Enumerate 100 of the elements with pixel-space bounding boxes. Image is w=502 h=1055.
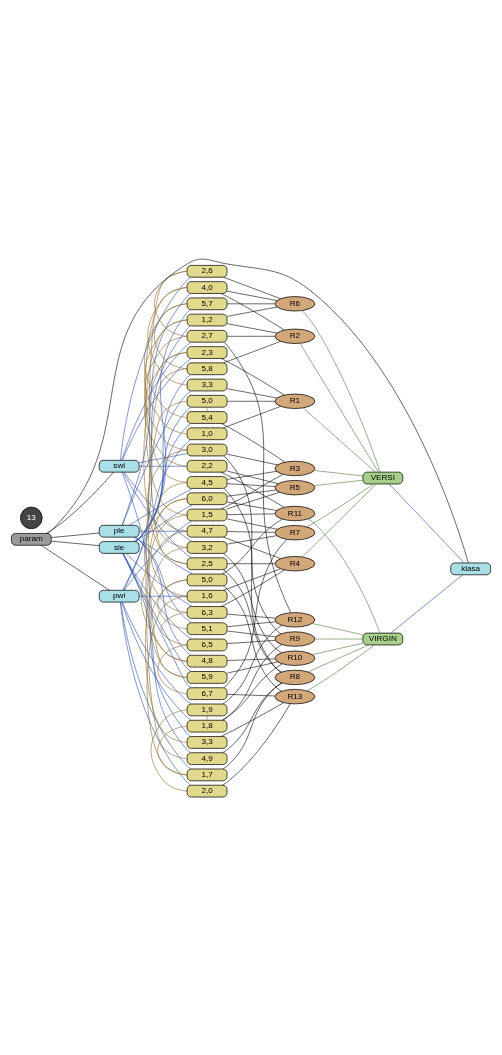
connector bbox=[223, 455, 282, 634]
node-ellipse: R2 bbox=[274, 328, 316, 344]
connector bbox=[226, 491, 280, 509]
connector bbox=[122, 471, 192, 558]
connector bbox=[223, 568, 281, 591]
connector bbox=[220, 357, 285, 395]
node-box: pwi bbox=[98, 589, 140, 602]
node-ellipse: R9 bbox=[274, 630, 316, 647]
node-box: 2,6 bbox=[186, 264, 228, 278]
node-box: 2,5 bbox=[186, 556, 228, 570]
connector bbox=[223, 405, 281, 428]
connector bbox=[221, 663, 283, 721]
connector bbox=[51, 532, 100, 538]
connector bbox=[154, 270, 188, 337]
connector bbox=[313, 469, 363, 476]
connector bbox=[221, 422, 286, 462]
connector bbox=[134, 536, 192, 623]
connector bbox=[145, 400, 188, 759]
connector bbox=[226, 630, 277, 637]
node-box: 4,7 bbox=[186, 524, 228, 537]
connector bbox=[223, 585, 282, 691]
node-circle: 13 bbox=[20, 506, 43, 529]
connector bbox=[390, 574, 463, 633]
connector bbox=[221, 518, 283, 574]
node-box: klasa bbox=[450, 562, 491, 575]
connector bbox=[226, 639, 276, 644]
node-box: 1,8 bbox=[186, 719, 228, 732]
connector bbox=[226, 613, 276, 619]
connector bbox=[125, 552, 193, 607]
connector bbox=[220, 569, 285, 607]
node-box: 4,8 bbox=[186, 654, 228, 667]
connector bbox=[226, 470, 277, 480]
node-box: 5,4 bbox=[186, 410, 228, 424]
node-box: 1,5 bbox=[186, 508, 228, 521]
node-ellipse: R13 bbox=[274, 688, 316, 704]
connector bbox=[139, 452, 188, 463]
connector bbox=[226, 661, 278, 673]
connector bbox=[301, 309, 381, 472]
node-box: 6,0 bbox=[186, 491, 228, 505]
connector bbox=[145, 286, 188, 483]
connector bbox=[226, 658, 276, 661]
node-ellipse: R8 bbox=[274, 669, 316, 685]
connector bbox=[314, 638, 364, 639]
connector bbox=[157, 481, 188, 532]
connector bbox=[226, 290, 278, 301]
node-ellipse: R5 bbox=[274, 479, 316, 495]
connector bbox=[129, 487, 194, 526]
connector bbox=[226, 322, 278, 333]
connector bbox=[145, 546, 188, 743]
connector bbox=[226, 693, 276, 696]
connector bbox=[223, 340, 281, 363]
connector bbox=[226, 453, 278, 465]
connector bbox=[157, 725, 188, 775]
connector bbox=[144, 335, 188, 450]
connector bbox=[223, 341, 291, 613]
connector bbox=[146, 595, 188, 775]
connector bbox=[226, 620, 276, 627]
connector bbox=[223, 487, 282, 672]
connector bbox=[222, 702, 291, 785]
connector bbox=[41, 544, 110, 590]
node-box: 5,9 bbox=[186, 670, 228, 684]
connector bbox=[226, 306, 278, 317]
connector bbox=[226, 489, 277, 497]
connector bbox=[223, 538, 288, 688]
connector bbox=[150, 514, 188, 597]
connector bbox=[299, 342, 379, 472]
connector bbox=[306, 483, 374, 527]
connector bbox=[223, 552, 282, 653]
connector bbox=[226, 482, 276, 487]
node-box: 6,7 bbox=[186, 686, 228, 700]
connector bbox=[226, 335, 276, 337]
connector bbox=[222, 643, 283, 721]
connector bbox=[147, 449, 188, 548]
node-ellipse: R1 bbox=[274, 393, 316, 409]
connector bbox=[47, 258, 469, 563]
connector bbox=[145, 319, 188, 515]
connector bbox=[226, 534, 277, 544]
connector bbox=[226, 513, 276, 515]
connector bbox=[123, 471, 193, 542]
connector bbox=[226, 518, 278, 529]
node-box: 5,1 bbox=[186, 621, 228, 635]
node-box: 4,5 bbox=[186, 475, 228, 489]
node-box: 1,2 bbox=[186, 313, 228, 326]
connector bbox=[150, 709, 188, 792]
connector bbox=[220, 292, 285, 330]
node-box: 3,3 bbox=[186, 378, 228, 391]
connector bbox=[160, 611, 188, 645]
node-ellipse: R7 bbox=[274, 524, 316, 540]
node-box: 5,0 bbox=[186, 394, 228, 408]
node-box: 3,3 bbox=[186, 735, 228, 749]
node-box: VERSI bbox=[362, 471, 404, 484]
connector bbox=[157, 579, 188, 629]
connector bbox=[223, 568, 282, 672]
connector bbox=[220, 701, 284, 737]
connector bbox=[51, 540, 100, 546]
connector bbox=[157, 644, 188, 694]
connector bbox=[312, 642, 364, 655]
connector bbox=[308, 518, 381, 633]
connector bbox=[226, 387, 278, 398]
connector bbox=[223, 536, 281, 559]
